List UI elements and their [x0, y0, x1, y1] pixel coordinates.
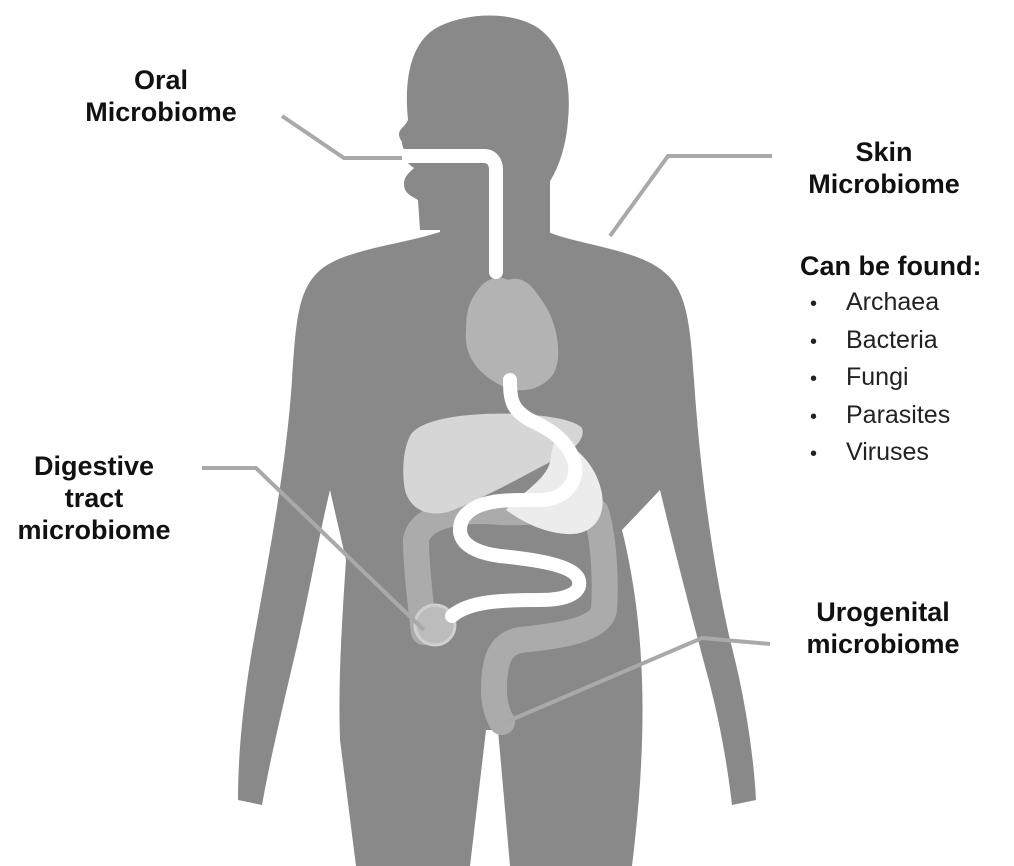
list-item-text: Fungi [846, 363, 909, 391]
list-item: •Viruses [810, 435, 950, 473]
urogenital-label-line-1: Urogenital [788, 596, 978, 628]
skin-label-line-2: Microbiome [796, 168, 972, 200]
list-item-text: Viruses [846, 438, 929, 466]
bullet-icon: • [810, 287, 846, 323]
bullet-icon: • [810, 437, 846, 473]
oral-microbiome-label: Oral Microbiome [76, 64, 246, 128]
organism-list: •Archaea •Bacteria •Fungi •Parasites •Vi… [810, 285, 950, 473]
oral-leader-line [282, 116, 402, 158]
skin-leader-line [610, 156, 772, 236]
list-item: •Archaea [810, 285, 950, 323]
bullet-icon: • [810, 400, 846, 436]
oral-label-line-2: Microbiome [76, 96, 246, 128]
list-item: •Bacteria [810, 323, 950, 361]
digestive-label-line-1: Digestive [4, 450, 184, 482]
bullet-icon: • [810, 362, 846, 398]
digestive-label-line-2: tract [4, 482, 184, 514]
urogenital-microbiome-label: Urogenital microbiome [788, 596, 978, 660]
list-item-text: Bacteria [846, 326, 938, 354]
list-item-text: Parasites [846, 401, 950, 429]
list-item: •Parasites [810, 398, 950, 436]
digestive-tract-microbiome-label: Digestive tract microbiome [4, 450, 184, 546]
skin-label-line-1: Skin [796, 136, 972, 168]
skin-microbiome-label: Skin Microbiome [796, 136, 972, 200]
digestive-label-line-3: microbiome [4, 514, 184, 546]
oral-label-line-1: Oral [76, 64, 246, 96]
can-be-found-heading: Can be found: [800, 250, 981, 282]
bullet-icon: • [810, 325, 846, 361]
urogenital-label-line-2: microbiome [788, 628, 978, 660]
list-item-text: Archaea [846, 288, 939, 316]
list-item: •Fungi [810, 360, 950, 398]
